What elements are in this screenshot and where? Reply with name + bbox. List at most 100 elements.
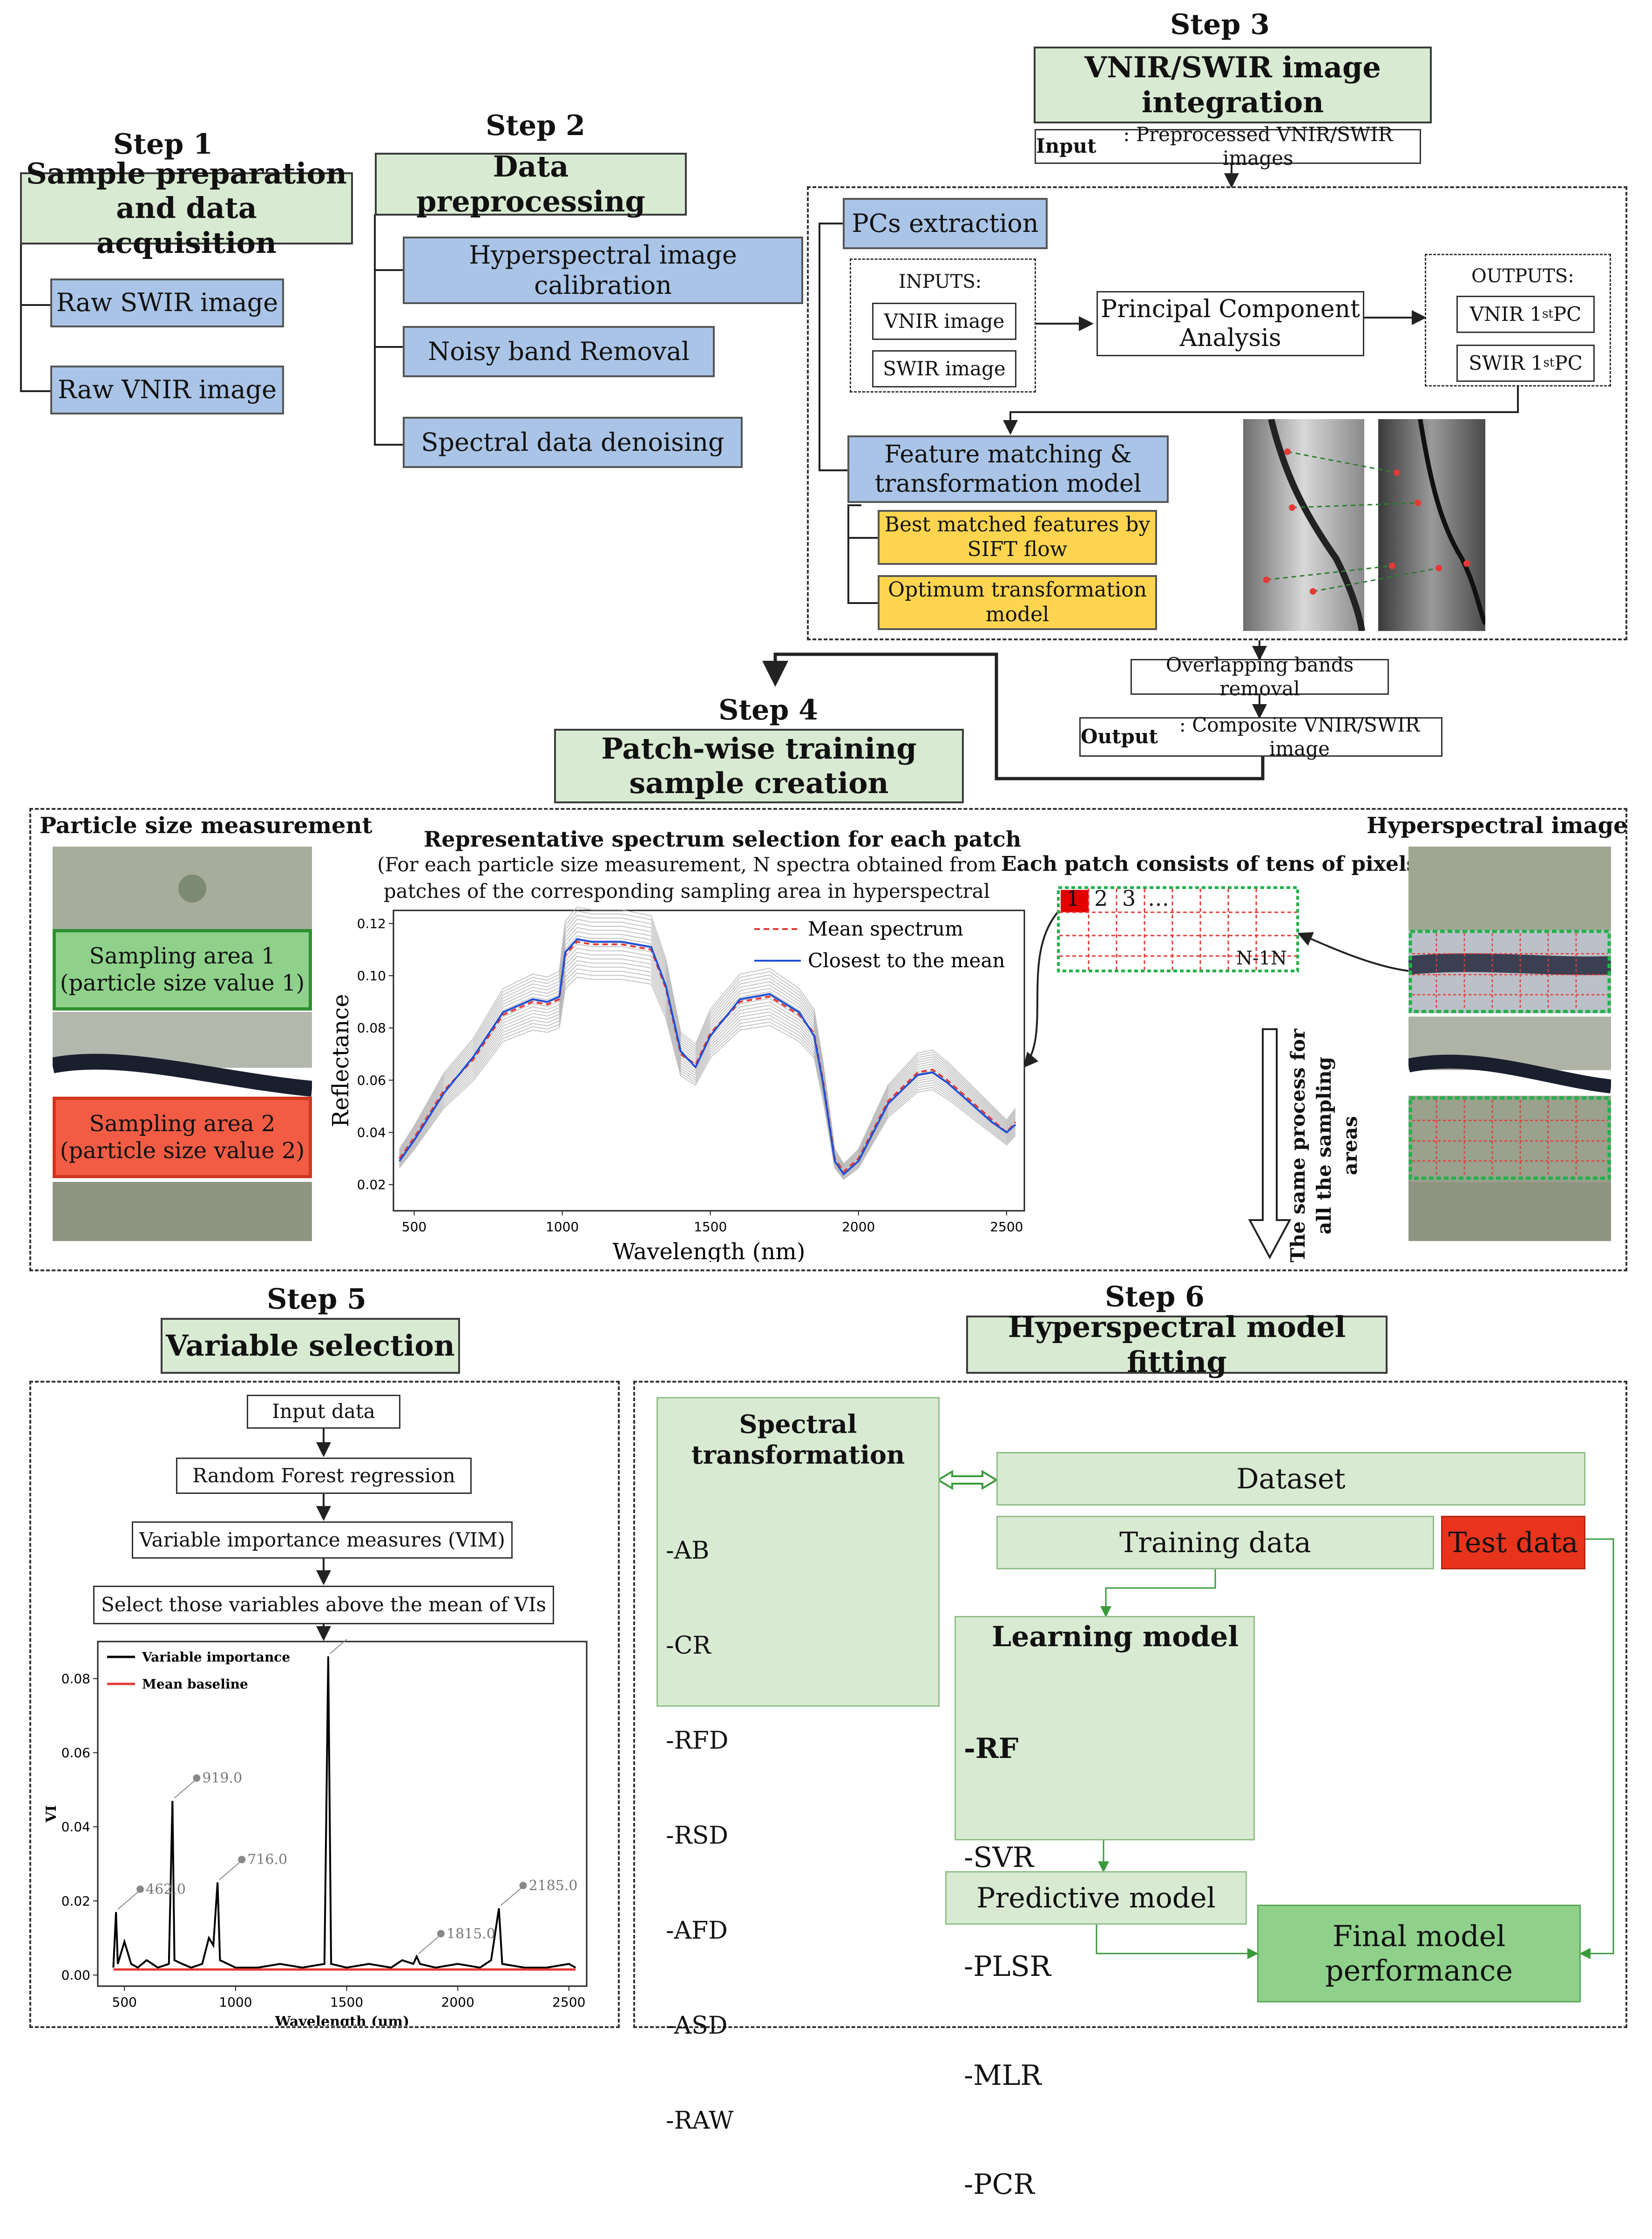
output-label: Output [1081, 725, 1158, 748]
overlapping-bands-box: Overlapping bands removal [1131, 653, 1389, 700]
step3-output: Output : Composite VNIR/SWIR image [1079, 713, 1442, 760]
output-text: : Composite VNIR/SWIR image [1179, 713, 1420, 760]
individual-spectrum-14 [399, 919, 1016, 1167]
annotation-label-3: 1417.0 [358, 1639, 407, 1642]
learning-model-list: -RF -SVR -PLSR -MLR -PCR [964, 1658, 1051, 2239]
step3-container [807, 186, 1627, 640]
step4-header: Patch-wise training sample creation [554, 729, 964, 803]
raw-vnir-image-box: Raw VNIR image [50, 366, 284, 414]
spectral-transformation-box [657, 1397, 940, 1707]
annotation-leader-5 [500, 1886, 524, 1906]
y-tick-label-1: 0.04 [357, 1125, 386, 1140]
legend-label-1: Closest to the mean [808, 949, 1005, 972]
annotation-leader-2 [219, 1860, 242, 1880]
annotation-label-1: 919.0 [202, 1770, 242, 1786]
swir-image-box: SWIR image [872, 350, 1016, 387]
flow-random-forest: Random Forest regression [176, 1458, 472, 1494]
calibration-box: Hyperspectral image calibration [403, 237, 803, 304]
vnir-pc-suffix: PC [1553, 302, 1582, 326]
y-tick-label-0: 0.00 [61, 1968, 90, 1983]
flow-select-variables: Select those variables above the mean of… [93, 1586, 554, 1624]
step1-header: Sample preparation and data acquisition [20, 156, 353, 260]
swir-pc-suffix: PC [1554, 351, 1583, 374]
outputs-label: OUTPUTS: [1471, 265, 1574, 287]
final-model-performance-box: Final model performance [1257, 1905, 1581, 2002]
input-label: Input [1036, 135, 1097, 158]
inputs-container [850, 258, 1036, 393]
step6-container [633, 1381, 1627, 2028]
vi-series-0 [112, 1656, 576, 1969]
series-line-1 [399, 938, 1016, 1176]
individual-spectrum-1 [399, 972, 1016, 1180]
x-tick-label-500: 500 [402, 1219, 427, 1235]
spec-item-rfd: -RFD [666, 1727, 729, 1755]
patch-grid [1057, 886, 1299, 972]
spectral-transformation-list: -AB -CR -RFD -RSD -AFD -ASD -RAW [666, 1472, 734, 2168]
step3-input: Input : Preprocessed VNIR/SWIR images [1035, 123, 1421, 170]
patch-title: Each patch consists of tens of pixels [1001, 852, 1418, 876]
x-axis-label: Wavelength (nm) [612, 1239, 805, 1262]
x-tick-label-2000: 2000 [441, 1995, 474, 2010]
dataset-box: Dataset [996, 1452, 1585, 1506]
individual-spectrum-6 [399, 952, 1016, 1175]
individual-spectrum-13 [399, 923, 1016, 1168]
x-axis-label: Wavelength (μm) [275, 2014, 410, 2026]
test-data-box: Test data [1441, 1516, 1585, 1569]
optimum-model-box: Optimum transformation model [878, 575, 1157, 630]
step1-label: Step 1 [113, 128, 213, 161]
x-tick-label-1500: 1500 [694, 1219, 727, 1235]
particle-size-title: Particle size measurement [40, 813, 372, 839]
vi-legend-label-0: Variable importance [142, 1649, 290, 1665]
step3-header: VNIR/SWIR image integration [1034, 47, 1432, 123]
step5-container [29, 1381, 620, 2028]
noisy-band-removal-box: Noisy band Removal [403, 326, 715, 377]
pcs-extraction-box: PCs extraction [843, 198, 1048, 249]
annotation-leader-0 [117, 1890, 141, 1910]
y-axis-label: Reflectance [328, 994, 354, 1127]
series-line-0 [399, 941, 1016, 1173]
raw-swir-image-box: Raw SWIR image [50, 278, 284, 327]
spec-item-cr: -CR [666, 1632, 711, 1660]
pca-box: Principal Component Analysis [1097, 291, 1364, 356]
inputs-label: INPUTS: [899, 271, 982, 292]
x-tick-label-1500: 1500 [330, 1995, 363, 2010]
y-tick-label-4: 0.08 [61, 1671, 90, 1686]
outputs-container [1425, 254, 1611, 387]
x-tick-label-1000: 1000 [546, 1219, 579, 1235]
y-tick-label-1: 0.02 [61, 1893, 90, 1909]
step3-label: Step 3 [1170, 8, 1270, 41]
individual-spectrum-9 [399, 939, 1016, 1172]
y-tick-label-3: 0.08 [357, 1020, 386, 1036]
x-tick-label-1000: 1000 [219, 1995, 252, 2010]
lm-item-plsr: -PLSR [964, 1950, 1051, 1983]
feature-matching-box: Feature matching & transformation model [847, 435, 1169, 503]
input-text: : Preprocessed VNIR/SWIR images [1123, 123, 1393, 170]
individual-spectrum-3 [399, 964, 1016, 1178]
individual-spectrum-0 [399, 977, 1016, 1181]
rep-spectrum-title: Representative spectrum selection for ea… [424, 827, 1022, 852]
annotation-dot-0 [136, 1885, 144, 1893]
swir-pc-text: SWIR 1 [1469, 351, 1544, 374]
sampling-area-2: Sampling area 2 (particle size value 2) [53, 1097, 312, 1178]
learning-model-box [955, 1616, 1255, 1840]
vi-legend-label-1: Mean baseline [142, 1676, 248, 1692]
vnir-pc-sup: st [1542, 307, 1553, 321]
step2-label: Step 2 [486, 109, 585, 142]
lm-item-svr: -SVR [964, 1841, 1034, 1874]
hyperspectral-image-photos [1408, 847, 1611, 1241]
vnir-image-box: VNIR image [872, 303, 1016, 340]
sift-flow-box: Best matched features by SIFT flow [878, 510, 1157, 565]
lm-item-pcr: -PCR [964, 2168, 1035, 2201]
step6-label: Step 6 [1105, 1281, 1205, 1313]
plot-area [97, 1641, 588, 1987]
individual-spectrum-12 [399, 927, 1016, 1169]
step4-label: Step 4 [718, 694, 818, 726]
spec-item-asd: -ASD [666, 2012, 728, 2040]
individual-spectrum-2 [399, 968, 1016, 1179]
y-tick-label-2: 0.06 [357, 1072, 386, 1088]
step6-header: Hyperspectral model fitting [966, 1310, 1388, 1379]
same-process-text: The same process for all the sampling ar… [1286, 1029, 1361, 1262]
flow-input-data: Input data [247, 1395, 400, 1429]
connector-lines [20, 163, 1614, 1959]
